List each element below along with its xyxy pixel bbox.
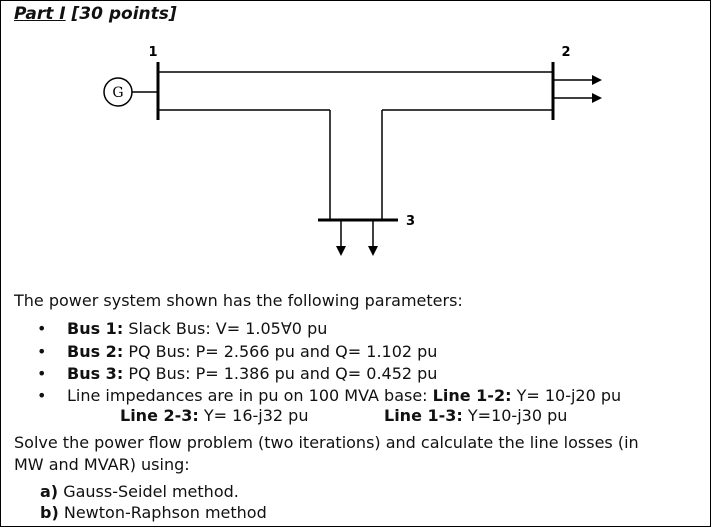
line-2-3-item: Line 2-3: Y= 16-j32 pu <box>120 406 308 425</box>
bullet-icon: • <box>37 342 47 361</box>
part-a: a) Gauss-Seidel method. <box>40 482 239 501</box>
bus-2-text: PQ Bus: P= 2.566 pu and Q= 1.102 pu <box>128 342 438 361</box>
bus-2-label: 2 <box>561 45 570 60</box>
line-impedance-item: Line impedances are in pu on 100 MVA bas… <box>67 386 621 405</box>
line-1-2-value: Y= 10-j20 pu <box>516 386 622 405</box>
bus-3-load-2-arrow-icon <box>368 246 378 256</box>
bus-2-item: Bus 2: PQ Bus: P= 2.566 pu and Q= 1.102 … <box>67 342 437 361</box>
bus-1-label: 1 <box>148 45 157 60</box>
part-a-text: Gauss-Seidel method. <box>63 482 239 501</box>
bus-1-title: Bus 1: <box>67 319 124 338</box>
task-text-line-1: Solve the power flow problem (two iterat… <box>14 433 639 452</box>
part-b-text: Newton-Raphson method <box>63 503 267 522</box>
line-impedance-text: Line impedances are in pu on 100 MVA bas… <box>67 386 428 405</box>
line-1-3-item: Line 1-3: Y=10-j30 pu <box>384 406 567 425</box>
bullet-icon: • <box>37 386 47 405</box>
part-label: Part I <box>14 4 66 24</box>
generator-label: G <box>112 85 123 101</box>
bus-3-text: PQ Bus: P= 1.386 pu and Q= 0.452 pu <box>128 364 438 383</box>
line-1-3-title: Line 1-3: <box>384 406 463 425</box>
bus-2-load-1-arrow-icon <box>592 75 602 85</box>
task-text-line-2: MW and MVAR) using: <box>14 455 190 474</box>
bullet-icon: • <box>37 364 47 383</box>
bus-1-text: Slack Bus: V= 1.05∀0 pu <box>128 319 328 338</box>
intro-text: The power system shown has the following… <box>14 291 463 310</box>
bus-3-item: Bus 3: PQ Bus: P= 1.386 pu and Q= 0.452 … <box>67 364 437 383</box>
bus-2-title: Bus 2: <box>67 342 124 361</box>
points-label: [30 points] <box>71 4 177 24</box>
part-b: b) Newton-Raphson method <box>40 503 267 522</box>
section-heading: Part I [30 points] <box>14 4 177 24</box>
bus-3-title: Bus 3: <box>67 364 124 383</box>
line-1-3-value: Y=10-j30 pu <box>467 406 568 425</box>
bus-3-load-1-arrow-icon <box>336 246 346 256</box>
line-2-3-title: Line 2-3: <box>120 406 199 425</box>
part-a-label: a) <box>40 482 59 501</box>
bullet-icon: • <box>37 319 47 338</box>
bus-3-label: 3 <box>406 214 415 229</box>
one-line-diagram: G 1 2 3 <box>103 45 602 256</box>
line-2-3-value: Y= 16-j32 pu <box>203 406 309 425</box>
bus-2-load-2-arrow-icon <box>592 93 602 103</box>
line-1-2-title: Line 1-2: <box>432 386 512 405</box>
bus-1-item: Bus 1: Slack Bus: V= 1.05∀0 pu <box>67 319 327 338</box>
part-b-label: b) <box>40 503 59 522</box>
